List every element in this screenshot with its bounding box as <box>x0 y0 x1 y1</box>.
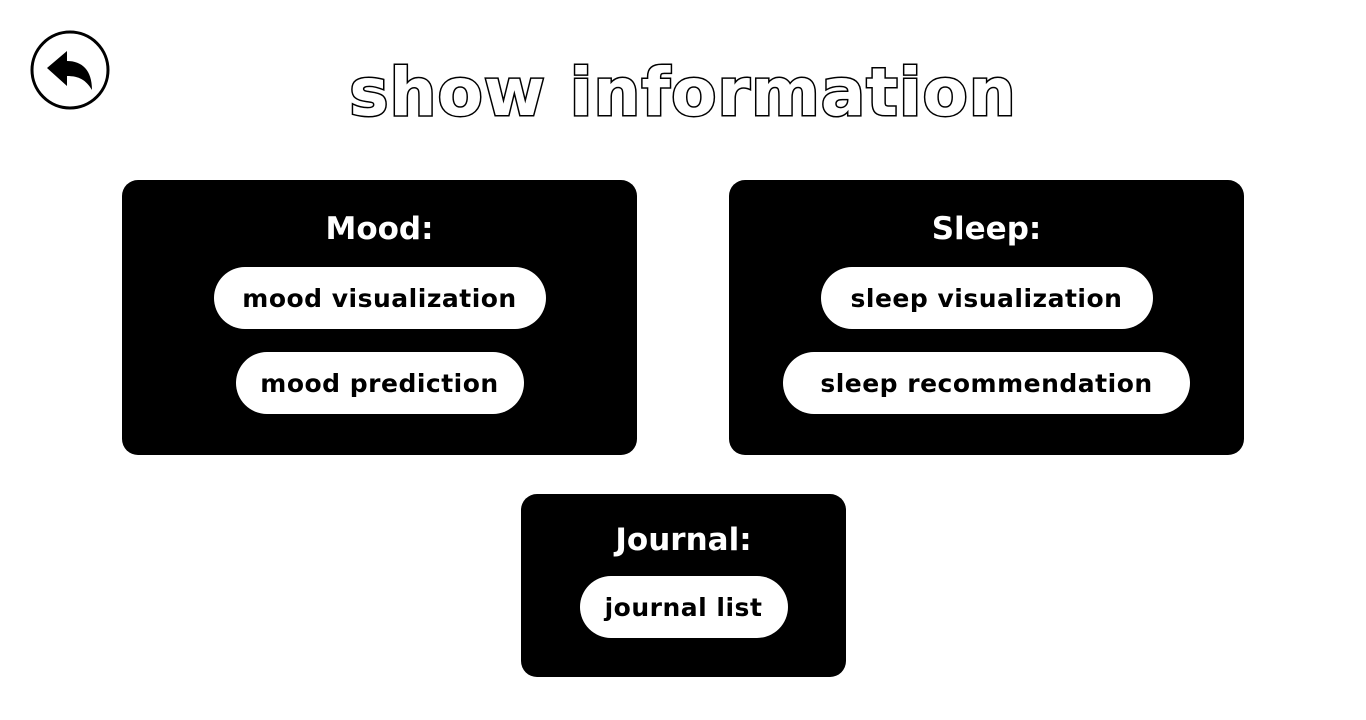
sleep-heading: Sleep: <box>931 211 1042 247</box>
sleep-recommendation-button[interactable]: sleep recommendation <box>783 352 1190 414</box>
mood-heading: Mood: <box>325 211 434 247</box>
page-title: show information <box>348 53 1018 133</box>
journal-heading: Journal: <box>615 522 752 558</box>
mood-visualization-button[interactable]: mood visualization <box>213 267 546 329</box>
journal-list-button[interactable]: journal list <box>579 576 788 638</box>
back-arrow-icon <box>30 30 110 110</box>
mood-panel: Mood: mood visualization mood prediction <box>122 180 637 455</box>
sleep-panel: Sleep: sleep visualization sleep recomme… <box>729 180 1244 455</box>
sleep-visualization-button[interactable]: sleep visualization <box>820 267 1153 329</box>
journal-panel: Journal: journal list <box>521 494 846 677</box>
back-button[interactable] <box>30 30 110 110</box>
mood-prediction-button[interactable]: mood prediction <box>235 352 524 414</box>
